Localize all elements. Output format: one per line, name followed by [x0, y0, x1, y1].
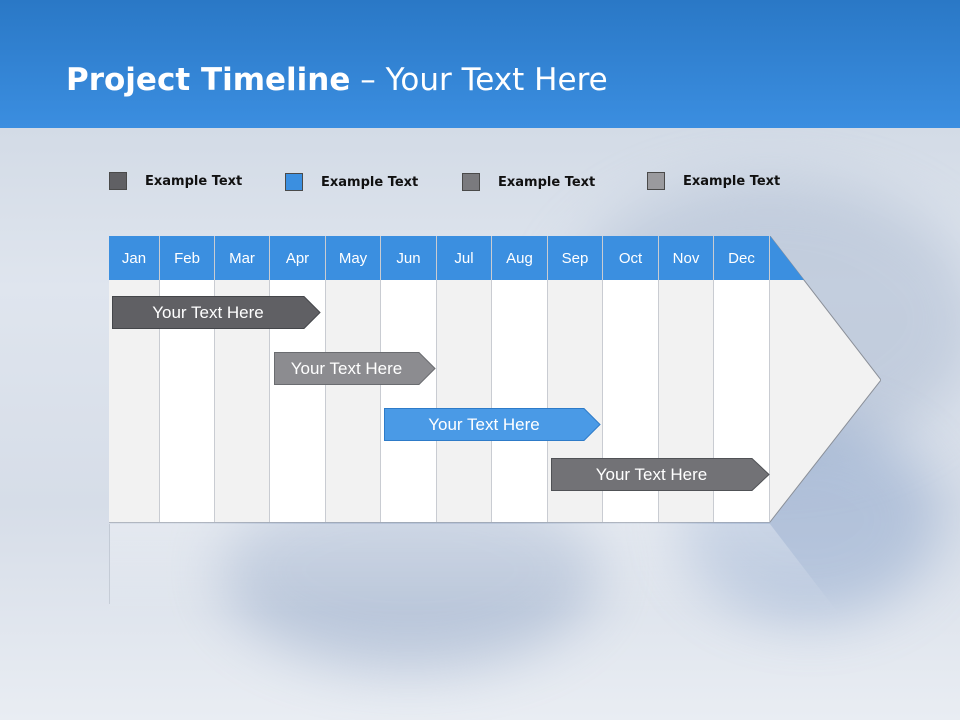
header-band [0, 0, 960, 128]
legend-swatch [109, 172, 127, 190]
task-bar-1[interactable]: Your Text Here [112, 296, 321, 329]
month-column-feb: Feb [160, 236, 215, 522]
legend-swatch [285, 173, 303, 191]
task-arrow-shape [551, 458, 770, 491]
month-label: Nov [659, 236, 713, 280]
legend-swatch [462, 173, 480, 191]
task-arrow-shape [384, 408, 601, 441]
month-label: Mar [215, 236, 269, 280]
month-column-jan: Jan [109, 236, 160, 522]
page-title: Project Timeline – Your Text Here [66, 62, 608, 98]
task-bar-4[interactable]: Your Text Here [551, 458, 770, 491]
title-bold: Project Timeline [66, 62, 351, 98]
month-label: Dec [714, 236, 769, 280]
month-column-jul: Jul [437, 236, 492, 522]
task-label: Your Text Here [595, 464, 708, 484]
task-arrow-shape [274, 352, 436, 385]
task-label: Your Text Here [428, 414, 540, 434]
legend-item-1: Example Text [109, 171, 242, 191]
month-label: Jul [437, 236, 491, 280]
legend-label: Example Text [498, 174, 596, 190]
task-arrow-shape [112, 296, 321, 329]
legend-label: Example Text [145, 173, 243, 189]
chart-reflection [109, 524, 839, 614]
legend-item-2: Example Text [285, 172, 418, 192]
month-column-mar: Mar [215, 236, 270, 522]
month-label: Oct [603, 236, 658, 280]
timeline-chart: Jan Feb Mar Apr May Jun Jul Aug Sep Oct … [109, 236, 881, 524]
legend-item-4: Example Text [647, 171, 780, 191]
month-label: Sep [548, 236, 602, 280]
title-rest: – Your Text Here [350, 62, 608, 98]
month-label: Jun [381, 236, 436, 280]
task-label: Your Text Here [290, 358, 403, 378]
task-bar-3[interactable]: Your Text Here [384, 408, 601, 441]
month-label: Aug [492, 236, 547, 280]
legend-label: Example Text [683, 173, 781, 189]
month-label: Feb [160, 236, 214, 280]
legend-swatch [647, 172, 665, 190]
month-label: Jan [109, 236, 159, 280]
task-label: Your Text Here [152, 302, 264, 322]
month-label: Apr [270, 236, 325, 280]
month-label: May [326, 236, 380, 280]
legend-item-3: Example Text [462, 172, 595, 192]
month-column-aug: Aug [492, 236, 548, 522]
legend-label: Example Text [321, 174, 419, 190]
task-bar-2[interactable]: Your Text Here [274, 352, 436, 385]
